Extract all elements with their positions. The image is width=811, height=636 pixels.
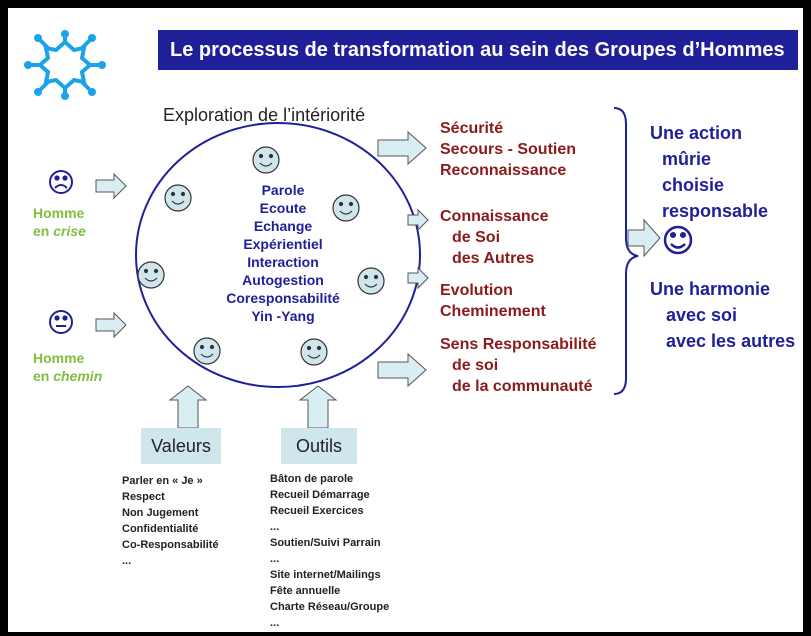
star-logo-icon: [24, 30, 106, 100]
circle-item: Echange: [253, 218, 313, 234]
smiley-lower-left-icon: [193, 337, 221, 365]
smiley-right-icon: [357, 267, 385, 295]
arrow-crise-icon: [95, 172, 127, 200]
circle-item: Ecoute: [259, 200, 307, 216]
smiley-upper-right-icon: [332, 194, 360, 222]
arrow-result-icon: [627, 218, 661, 258]
outcome-group-2: Connaissance de Soi des Autres: [440, 208, 549, 267]
diagram-shapes: [49, 107, 693, 429]
circle-item: Autogestion: [242, 272, 324, 288]
valeurs-box: Valeurs: [141, 428, 221, 464]
arrow-valeurs-up-icon: [168, 385, 208, 429]
homme-crise-label: Homme en crise: [33, 205, 86, 239]
circle-item: Parole: [261, 182, 305, 198]
outils-box: Outils: [281, 428, 357, 464]
arrow-outils-up-icon: [298, 385, 338, 429]
valeurs-list: Parler en « Je » Respect Non Jugement Co…: [122, 475, 219, 567]
result-harmonie: Une harmonie avec soi avec les autres: [650, 279, 796, 351]
outcome-group-4: Sens Responsabilité de soi de la communa…: [440, 336, 597, 395]
result-smiley-icon: [663, 225, 693, 255]
arrow-outcome-3-icon: [407, 266, 429, 290]
process-circle: [135, 122, 421, 388]
circle-item: Expérientiel: [243, 236, 323, 252]
arrow-outcome-4-icon: [377, 352, 427, 388]
smiley-lower-right-icon: [300, 338, 328, 366]
sad-face-icon: [49, 170, 73, 194]
smiley-left-icon: [137, 261, 165, 289]
outils-list: Bâton de parole Recueil Démarrage Recuei…: [270, 473, 390, 629]
page-title: Le processus de transformation au sein d…: [158, 30, 798, 70]
arrow-outcome-2-icon: [407, 208, 429, 232]
smiley-icons: [137, 146, 385, 366]
outcome-group-3: Evolution Cheminement: [440, 282, 546, 320]
exploration-label: Exploration de l’intériorité: [163, 105, 366, 125]
right-brace: [613, 107, 639, 395]
circle-item: Interaction: [247, 254, 319, 270]
result-action: Une action mûrie choisie responsable: [650, 123, 769, 221]
diagram-frame: Le processus de transformation au sein d…: [8, 8, 803, 632]
arrow-outcome-1-icon: [377, 130, 427, 166]
circle-item: Yin -Yang: [251, 308, 315, 324]
smiley-upper-left-icon: [164, 184, 192, 212]
homme-chemin-label: Homme en chemin: [33, 350, 103, 384]
smiley-top-icon: [252, 146, 280, 174]
circle-item: Coresponsabilité: [226, 290, 340, 306]
neutral-face-icon: [49, 310, 73, 334]
outcome-group-1: Sécurité Secours - Soutien Reconnaissanc…: [440, 120, 577, 179]
circle-items: Parole Ecoute Echange Expérientiel Inter…: [188, 181, 378, 325]
arrow-chemin-icon: [95, 311, 127, 339]
